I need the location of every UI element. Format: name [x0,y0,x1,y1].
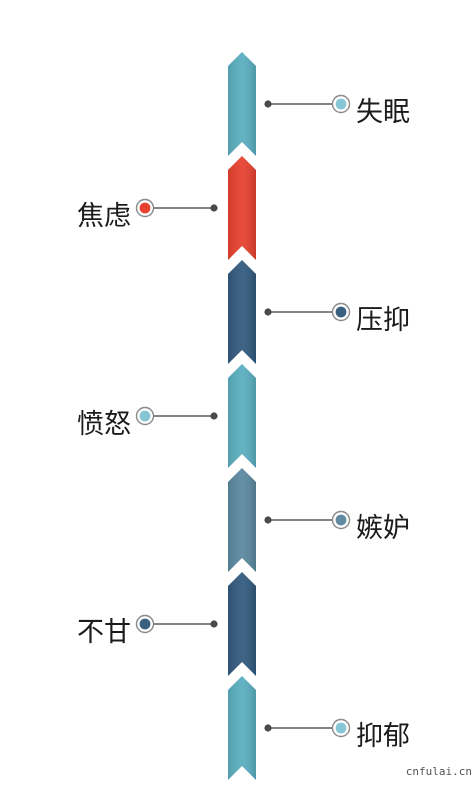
timeline-segment-shade-5 [228,468,256,572]
marker-dot-7 [335,722,347,734]
marker-dot-6 [139,618,151,630]
marker-dot-2 [139,202,151,214]
timeline-label-3: 压抑 [356,305,410,336]
timeline-segment-shade-1 [228,52,256,156]
timeline-label-5: 嫉妒 [356,513,410,544]
timeline-segment-shade-2 [228,156,256,260]
connector-dot-7 [264,724,272,732]
connector-dot-2 [210,204,218,212]
timeline-label-2: 焦虑 [77,201,131,232]
timeline-segment-shade-4 [228,364,256,468]
marker-dot-1 [335,98,347,110]
marker-dot-5 [335,514,347,526]
timeline-label-4: 愤怒 [77,409,131,440]
timeline-segment-shade-3 [228,260,256,364]
connector-dot-1 [264,100,272,108]
connector-dot-3 [264,308,272,316]
connector-dot-5 [264,516,272,524]
connector-dot-6 [210,620,218,628]
watermark: cnfulai.cn [405,765,472,778]
marker-dot-4 [139,410,151,422]
timeline-segment-shade-7 [228,676,256,780]
timeline-label-1: 失眠 [356,97,410,128]
connector-dot-4 [210,412,218,420]
timeline-segment-shade-6 [228,572,256,676]
timeline-label-7: 抑郁 [356,721,410,752]
marker-dot-3 [335,306,347,318]
timeline-label-6: 不甘 [77,617,131,648]
